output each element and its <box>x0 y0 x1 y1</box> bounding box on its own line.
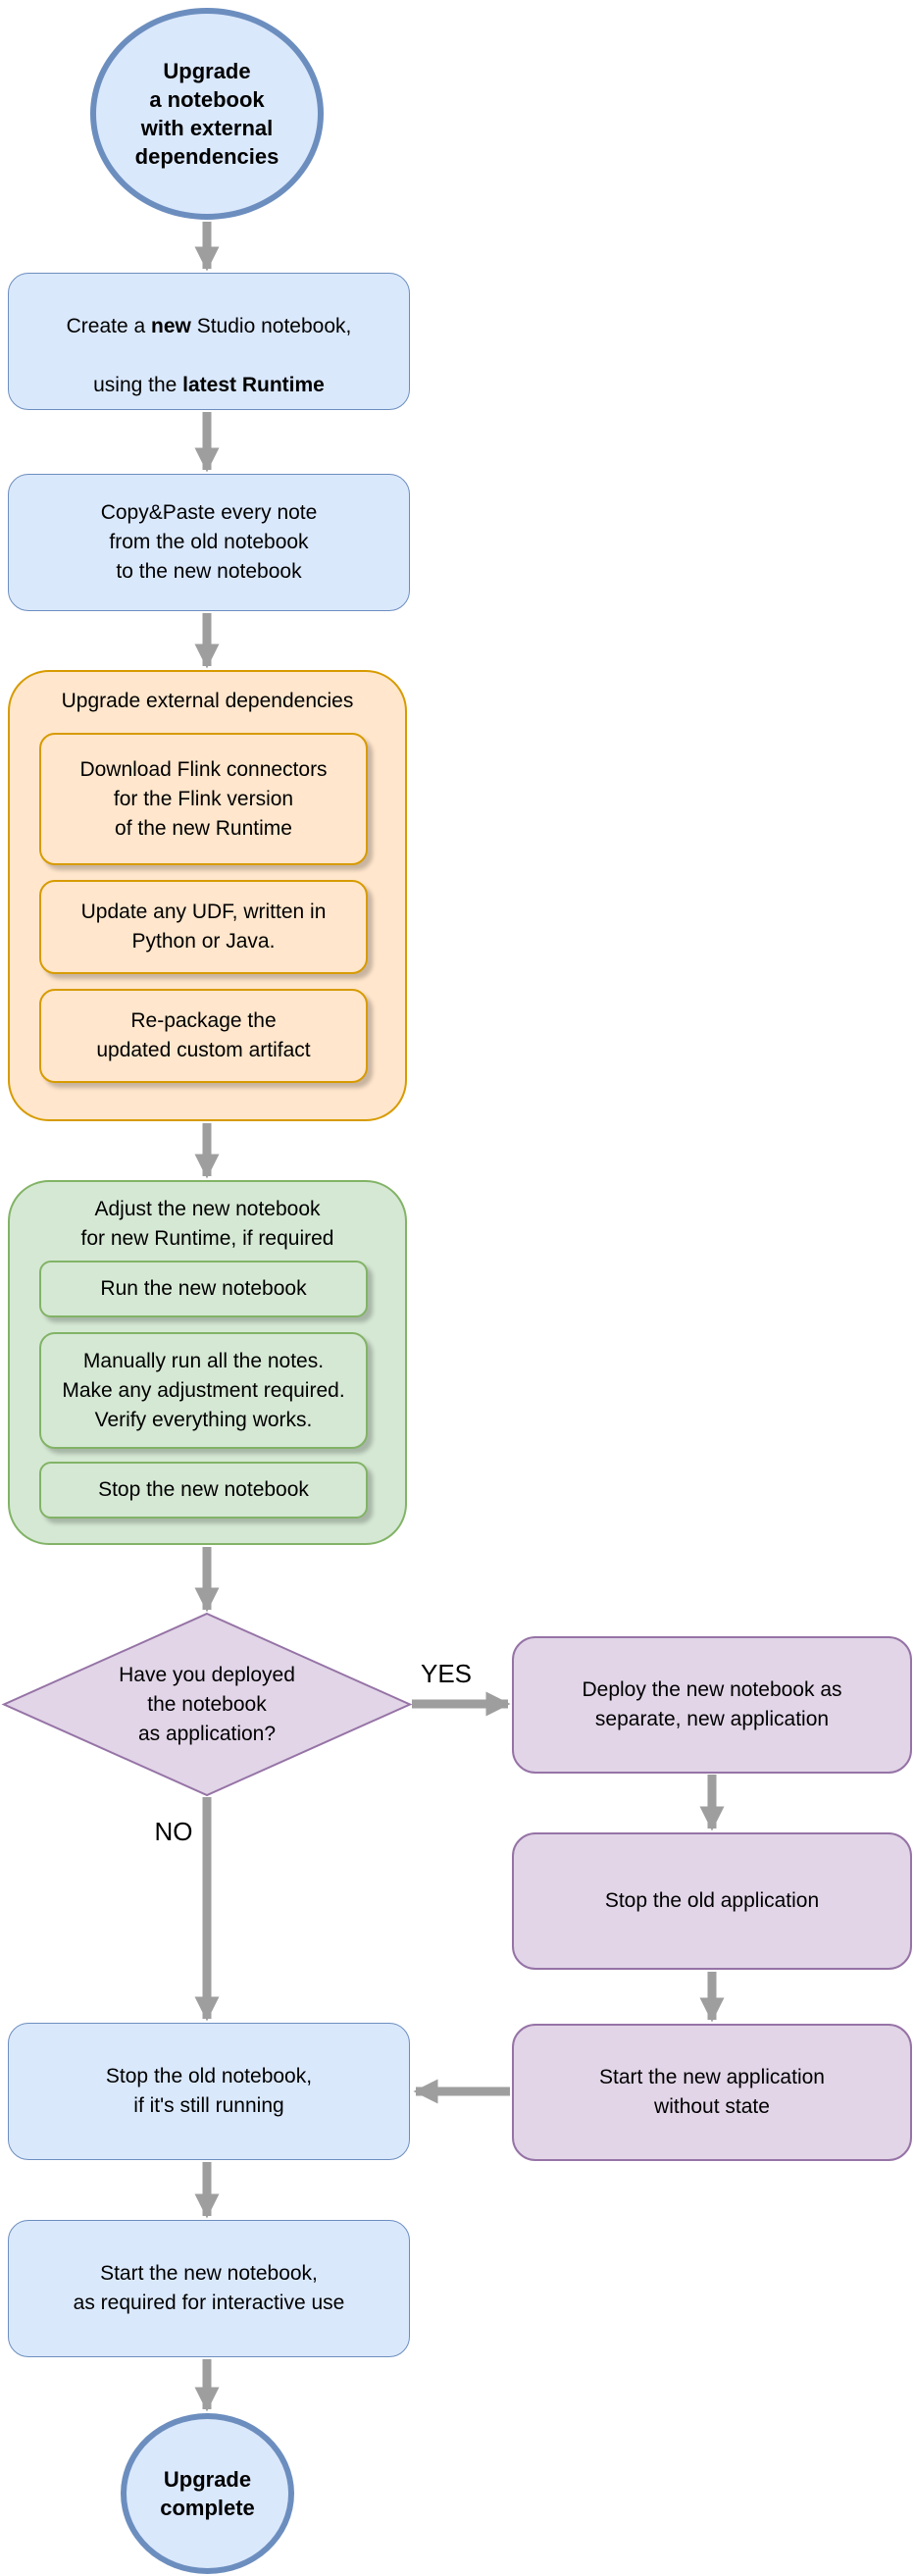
step-download-flink-connectors-label: Download Flink connectors for the Flink … <box>79 757 328 840</box>
create-label-part: Create a <box>66 315 152 337</box>
edge-label-no: NO <box>154 1817 193 1846</box>
decision-deployed-as-application: Have you deployed the notebook as applic… <box>79 1658 334 1751</box>
decision-label: Have you deployed the notebook as applic… <box>119 1663 295 1745</box>
step-stop-old-notebook-label: Stop the old notebook, if it's still run… <box>105 2065 313 2117</box>
step-run-new-notebook-label: Run the new notebook <box>100 1277 307 1300</box>
create-label-bold-new: new <box>151 315 191 337</box>
step-stop-new-notebook-label: Stop the new notebook <box>98 1478 309 1501</box>
step-update-udf: Update any UDF, written in Python or Jav… <box>39 880 368 974</box>
group-adjust-notebook-title: Adjust the new notebook for new Runtime,… <box>80 1198 334 1250</box>
step-start-new-application-label: Start the new application without state <box>599 2066 825 2118</box>
step-manually-run-notes: Manually run all the notes. Make any adj… <box>39 1332 368 1449</box>
step-deploy-new-application-label: Deploy the new notebook as separate, new… <box>582 1678 842 1730</box>
step-stop-old-notebook: Stop the old notebook, if it's still run… <box>8 2023 410 2160</box>
step-run-new-notebook: Run the new notebook <box>39 1261 368 1317</box>
step-repackage-artifact-label: Re-package the updated custom artifact <box>96 1009 311 1061</box>
step-start-new-notebook-label: Start the new notebook, as required for … <box>73 2262 345 2314</box>
step-start-new-notebook: Start the new notebook, as required for … <box>8 2220 410 2357</box>
step-deploy-new-application: Deploy the new notebook as separate, new… <box>512 1636 912 1774</box>
decision-diamond-shape <box>1 1612 413 1797</box>
step-download-flink-connectors: Download Flink connectors for the Flink … <box>39 733 368 865</box>
create-label-part: using the <box>93 374 183 396</box>
step-stop-old-application-label: Stop the old application <box>604 1889 820 1912</box>
step-manually-run-notes-label: Manually run all the notes. Make any adj… <box>62 1349 345 1431</box>
step-start-new-application: Start the new application without state <box>512 2024 912 2161</box>
create-label-part: Studio notebook, <box>190 315 352 337</box>
step-create-notebook: Create a new Studio notebook, using the … <box>8 273 410 410</box>
step-stop-new-notebook: Stop the new notebook <box>39 1462 368 1519</box>
step-repackage-artifact: Re-package the updated custom artifact <box>39 989 368 1083</box>
step-stop-old-application: Stop the old application <box>512 1832 912 1970</box>
start-terminator: Upgrade a notebook with external depende… <box>90 8 324 220</box>
group-upgrade-deps-title: Upgrade external dependencies <box>61 690 354 712</box>
end-terminator: Upgrade complete <box>121 2413 294 2574</box>
step-copy-paste: Copy&Paste every note from the old noteb… <box>8 474 410 611</box>
edge-label-yes: YES <box>420 1659 473 1688</box>
end-terminator-label: Upgrade complete <box>160 2467 255 2520</box>
step-update-udf-label: Update any UDF, written in Python or Jav… <box>80 901 327 953</box>
step-create-notebook-label: Create a new Studio notebook, using the … <box>67 283 352 400</box>
step-copy-paste-label: Copy&Paste every note from the old noteb… <box>100 501 318 583</box>
create-label-bold-runtime: latest Runtime <box>182 374 325 396</box>
start-terminator-label: Upgrade a notebook with external depende… <box>134 59 279 169</box>
